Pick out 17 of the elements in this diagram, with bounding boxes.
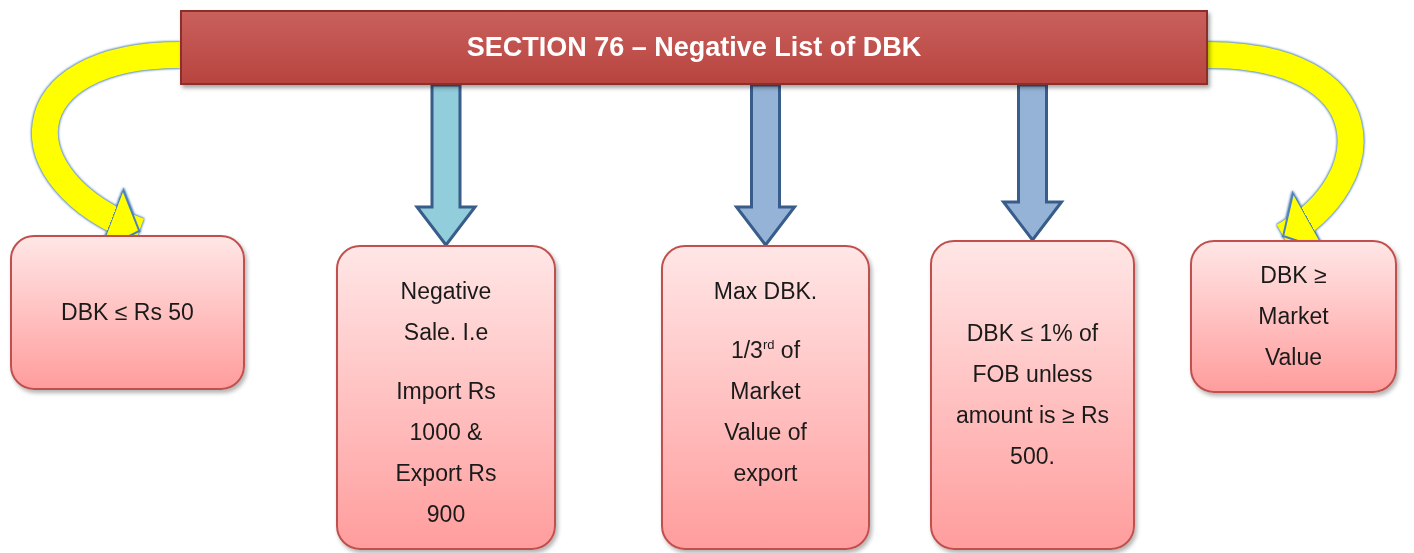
rounded-box [10, 235, 245, 390]
banner-title: SECTION 76 – Negative List of DBK [466, 32, 922, 63]
block-arrow [733, 83, 798, 248]
box-text: Import Rs 1000 & Export Rs 900 [394, 377, 498, 529]
block-arrow [413, 83, 479, 248]
box-text: DBK ≤ 1% of FOB unless amount is ≥ Rs 500. [954, 319, 1111, 471]
rounded-box [661, 245, 870, 550]
box-text: DBK ≤ Rs 50 [61, 298, 194, 327]
title-banner [180, 10, 1208, 85]
box-text: Negative Sale. I.e [399, 277, 493, 347]
rounded-box [1190, 240, 1397, 393]
box-text: DBK ≥ Market Value [1257, 261, 1330, 372]
block-arrow [1000, 83, 1065, 243]
box-text: 1/3$^{rd}$ of Market Value of export [723, 336, 808, 488]
box-text: Max DBK. [713, 277, 818, 306]
rounded-box [336, 245, 556, 550]
rounded-box [930, 240, 1135, 550]
